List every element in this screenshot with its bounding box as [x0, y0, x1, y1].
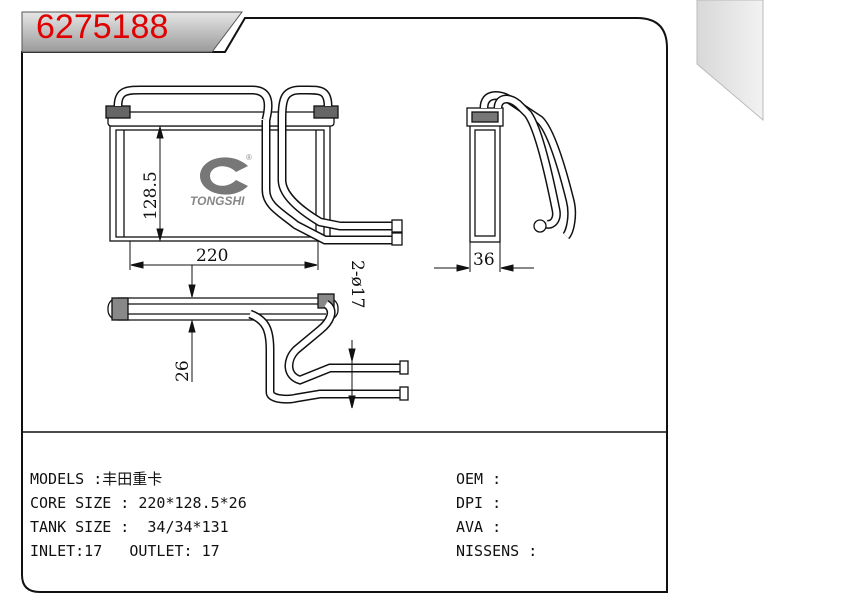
- part-number-banner: [21, 11, 243, 53]
- height-label: 128.5: [141, 171, 161, 220]
- thickness-label: 26: [173, 360, 193, 382]
- logo-text: TONGSHI: [190, 194, 245, 208]
- corner-tab-decoration: [696, 0, 764, 122]
- spec-inlet-outlet-label: INLET:17 OUTLET:: [30, 542, 202, 560]
- spec-core-size: CORE SIZE : 220*128.5*26: [30, 494, 247, 513]
- height-dimension: [120, 125, 176, 242]
- spec-nissens-label: NISSENS :: [456, 542, 538, 560]
- spec-nissens: NISSENS :: [456, 542, 537, 561]
- spec-tank-size: TANK SIZE : 34/34*131: [30, 518, 229, 537]
- drawing-frame: [21, 17, 668, 593]
- side-view: [466, 91, 577, 243]
- pipe-label: 2-ø17: [347, 260, 367, 308]
- width-label: 220: [196, 246, 228, 266]
- spec-inlet-outlet-value: 17: [201, 542, 220, 560]
- spec-models-label: MODELS :: [30, 470, 103, 488]
- spec-dpi-label: DPI :: [456, 494, 502, 512]
- spec-oem: OEM :: [456, 470, 501, 489]
- depth-dimension: [434, 242, 534, 272]
- part-number: 6275188: [36, 8, 169, 46]
- spec-inlet-outlet: INLET:17 OUTLET: 17: [30, 542, 220, 561]
- top-view: [107, 293, 409, 404]
- spec-models-value: 丰田重卡: [102, 470, 163, 488]
- depth-label: 36: [473, 250, 495, 270]
- spec-oem-label: OEM :: [456, 470, 502, 488]
- spec-ava-label: AVA :: [456, 518, 502, 536]
- spec-models: MODELS :丰田重卡: [30, 470, 162, 489]
- spec-dpi: DPI :: [456, 494, 501, 513]
- pipe-dimension: [348, 340, 356, 409]
- width-dimension: [129, 241, 319, 298]
- spec-ava: AVA :: [456, 518, 501, 537]
- thickness-dimension: [160, 319, 210, 382]
- front-view: [105, 85, 403, 246]
- spec-tank-size-value: 34/34*131: [147, 518, 229, 536]
- registered-mark: ®: [246, 153, 252, 162]
- spec-tank-size-label: TANK SIZE :: [30, 518, 148, 536]
- spec-core-size-value: 220*128.5*26: [138, 494, 247, 512]
- tongshi-logo: TONGSHI ®: [190, 153, 252, 208]
- spec-core-size-label: CORE SIZE :: [30, 494, 139, 512]
